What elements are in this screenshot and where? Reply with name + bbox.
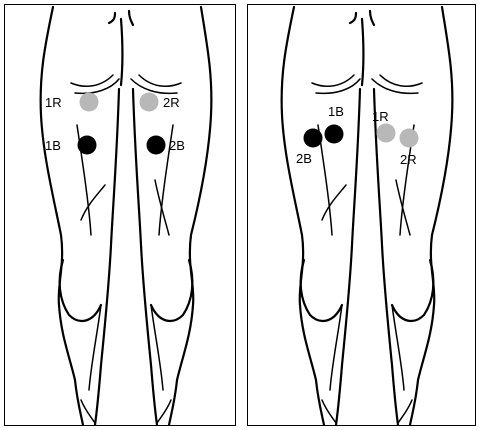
marker-2b-dot	[147, 136, 166, 155]
marker-2r-label: 2R	[400, 152, 417, 167]
marker-1r-label: 1R	[45, 95, 62, 110]
legs-figure-left: 1R 2R 1B 2B	[5, 5, 236, 426]
marker-2r-dot	[140, 93, 159, 112]
left-markers: 1R 2R 1B 2B	[45, 93, 185, 155]
marker-1b-dot	[78, 136, 97, 155]
marker-1b-label: 1B	[328, 104, 344, 119]
legs-outline-left	[41, 7, 212, 425]
marker-1r-dot	[377, 124, 396, 143]
marker-2b-label: 2B	[296, 151, 312, 166]
legs-figure-right: 1B 2B 1R 2R	[248, 5, 476, 426]
marker-2b-label: 2B	[169, 138, 185, 153]
left-panel: 1R 2R 1B 2B	[4, 4, 236, 426]
marker-1b-dot	[325, 125, 344, 144]
marker-1r-dot	[80, 93, 99, 112]
marker-1b-label: 1B	[45, 138, 61, 153]
marker-2r-dot	[400, 129, 419, 148]
marker-2r-label: 2R	[163, 95, 180, 110]
legs-outline-right	[282, 7, 453, 425]
marker-2b-dot	[304, 129, 323, 148]
right-panel: 1B 2B 1R 2R	[247, 4, 476, 426]
marker-1r-label: 1R	[372, 109, 389, 124]
